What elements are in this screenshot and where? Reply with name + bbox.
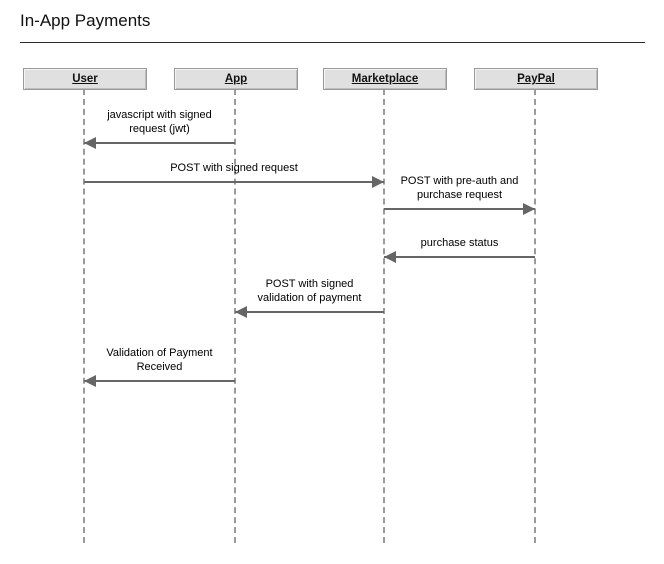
actor-box-marketplace[interactable]: Marketplace bbox=[323, 68, 447, 90]
message-label-m4: purchase status bbox=[420, 237, 499, 249]
actor-box-paypal[interactable]: PayPal bbox=[474, 68, 598, 90]
actor-box-app[interactable]: App bbox=[174, 68, 298, 90]
lifeline-paypal bbox=[534, 89, 536, 543]
lifeline-marketplace bbox=[383, 89, 385, 543]
actor-box-user[interactable]: User bbox=[23, 68, 147, 90]
actor-label-marketplace: Marketplace bbox=[351, 73, 419, 85]
message-line-m5 bbox=[235, 311, 384, 313]
actor-label-app: App bbox=[224, 73, 248, 85]
message-label-m3: POST with pre-auth and purchase request bbox=[400, 175, 519, 201]
actor-label-user: User bbox=[72, 73, 98, 85]
message-label-m6: Validation of Payment Received bbox=[106, 347, 213, 373]
arrowhead-m3 bbox=[523, 203, 535, 215]
lifeline-user bbox=[83, 89, 85, 543]
message-label-m5: POST with signed validation of payment bbox=[257, 278, 362, 304]
arrowhead-m1 bbox=[84, 137, 96, 149]
arrowhead-m4 bbox=[384, 251, 396, 263]
arrowhead-m2 bbox=[372, 176, 384, 188]
actor-label-paypal: PayPal bbox=[517, 73, 555, 85]
arrowhead-m5 bbox=[235, 306, 247, 318]
message-label-m1: javascript with signed request (jwt) bbox=[107, 109, 212, 135]
arrowhead-m6 bbox=[84, 375, 96, 387]
message-line-m1 bbox=[84, 142, 235, 144]
message-line-m3 bbox=[384, 208, 535, 210]
message-label-m2: POST with signed request bbox=[170, 162, 298, 174]
message-line-m4 bbox=[384, 256, 535, 258]
message-line-m2 bbox=[84, 181, 384, 183]
title-divider bbox=[20, 42, 645, 43]
message-line-m6 bbox=[84, 380, 235, 382]
page-title: In-App Payments bbox=[20, 11, 151, 30]
